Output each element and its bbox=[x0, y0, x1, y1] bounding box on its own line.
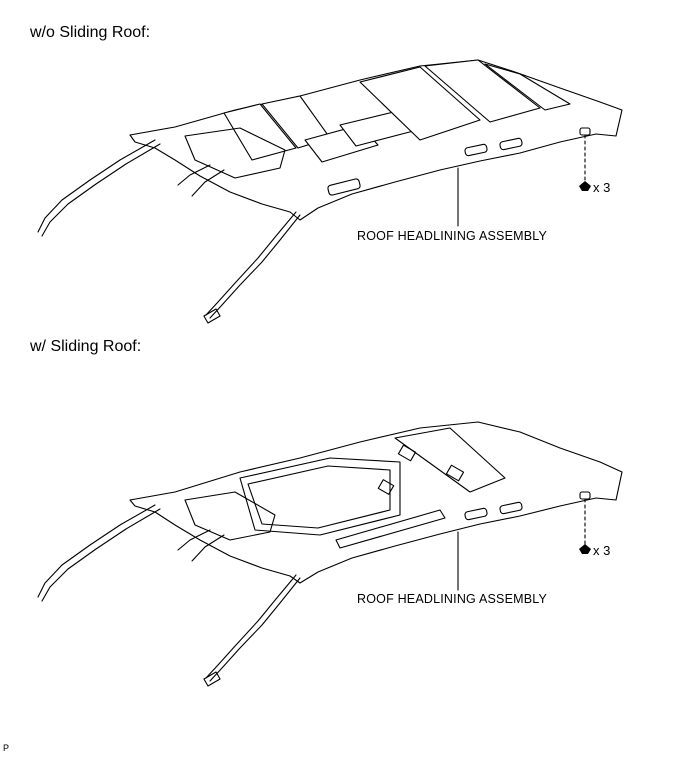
wire-harness bbox=[38, 140, 155, 232]
wire-harness bbox=[206, 575, 296, 678]
clip-icon bbox=[579, 544, 591, 554]
sliding-roof-opening bbox=[240, 458, 400, 535]
insulation-pad bbox=[485, 64, 570, 110]
headlining-opening bbox=[185, 128, 285, 178]
insulation-pad bbox=[360, 67, 480, 140]
headlining-opening bbox=[185, 492, 275, 540]
wire-harness bbox=[42, 509, 160, 601]
part-label-roof-headlining-assembly: ROOF HEADLINING ASSEMBLY bbox=[357, 592, 548, 606]
insulation-pad bbox=[425, 60, 540, 122]
wire-harness bbox=[210, 215, 300, 318]
headlining-outline bbox=[130, 422, 622, 583]
headlining-outline bbox=[130, 60, 622, 220]
section-heading-with-sliding-roof: w/ Sliding Roof: bbox=[30, 338, 142, 355]
figure-code: P bbox=[3, 743, 10, 753]
fastener-quantity: x 3 bbox=[593, 180, 611, 195]
roof-pad bbox=[395, 428, 505, 492]
fastener-quantity: x 3 bbox=[593, 543, 611, 558]
section-heading-without-sliding-roof: w/o Sliding Roof: bbox=[30, 24, 151, 41]
wire-harness bbox=[210, 578, 300, 681]
wire-harness bbox=[38, 505, 155, 597]
wire-harness bbox=[206, 212, 296, 315]
part-label-roof-headlining-assembly: ROOF HEADLINING ASSEMBLY bbox=[357, 229, 548, 243]
wire-harness bbox=[42, 144, 160, 236]
clip-icon bbox=[579, 181, 591, 191]
